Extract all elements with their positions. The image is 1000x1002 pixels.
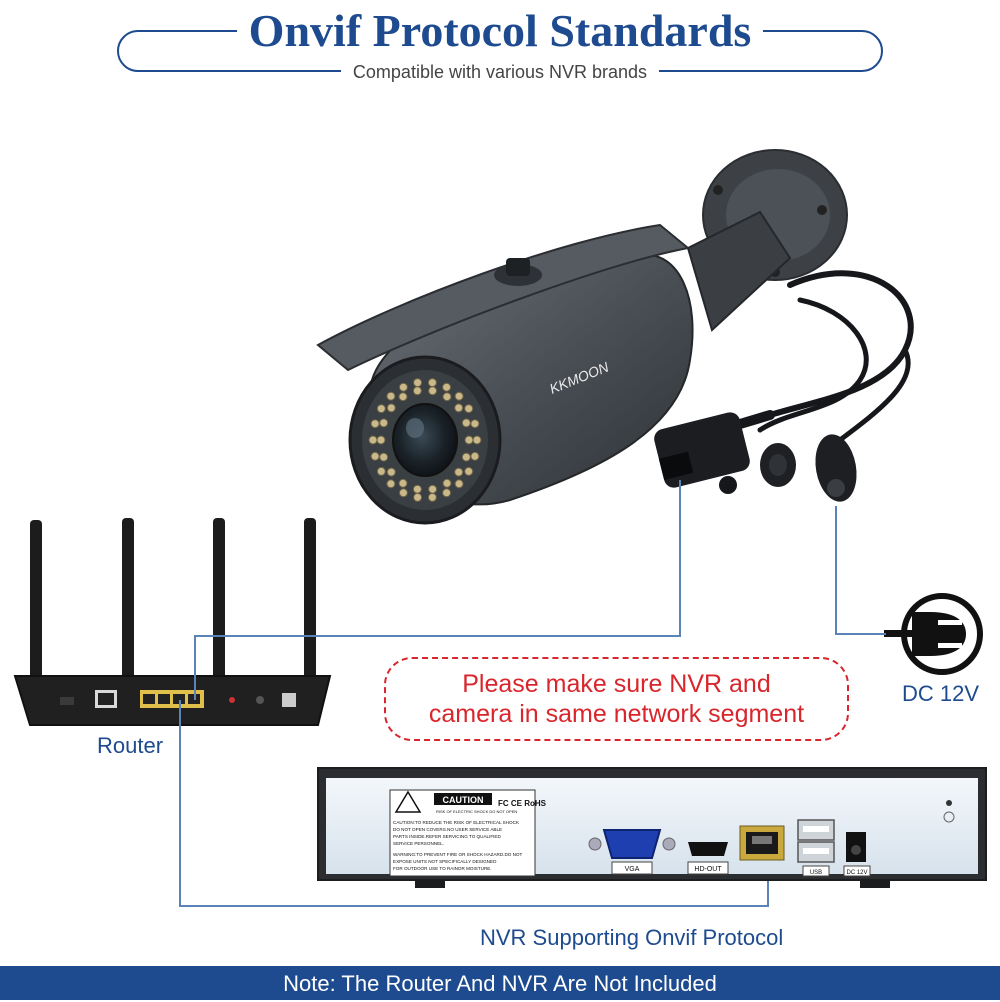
ir-led (386, 467, 396, 477)
ir-led (428, 484, 438, 494)
page-title: Onvif Protocol Standards (0, 6, 1000, 56)
ir-led (376, 404, 386, 414)
svg-text:CAUTION: CAUTION (443, 795, 484, 805)
vga-port: VGA (588, 829, 676, 875)
nvr-label: NVR Supporting Onvif Protocol (480, 925, 784, 950)
svg-text:CAUTION:TO REDUCE THE RISK OF: CAUTION:TO REDUCE THE RISK OF ELECTRICAL… (393, 820, 520, 825)
ir-led (386, 479, 396, 489)
dc-jack-connector (815, 434, 857, 502)
ir-led (376, 435, 386, 445)
svg-text:RISK OF ELECTRIC SHOCK DO NOT: RISK OF ELECTRIC SHOCK DO NOT OPEN (436, 809, 517, 814)
ir-led (398, 488, 408, 498)
ir-led (398, 382, 408, 392)
notice-text: Please make sure NVR and camera in same … (428, 670, 805, 728)
network-segment-notice: Please make sure NVR and camera in same … (384, 657, 849, 741)
ir-led (454, 391, 464, 401)
ir-led (386, 391, 396, 401)
svg-text:DO NOT OPEN COVERS.NO USER SER: DO NOT OPEN COVERS.NO USER SERVICE ABLE (393, 827, 502, 832)
ir-led (442, 478, 452, 488)
bnc-connector (760, 443, 796, 487)
ir-led (370, 451, 380, 461)
svg-text:EXPOSE UNITS NOT SPECIFICALLY: EXPOSE UNITS NOT SPECIFICALLY DESIGNED (393, 859, 497, 864)
ir-led (454, 403, 464, 413)
ir-led (464, 404, 474, 414)
svg-text:DC 12V: DC 12V (846, 870, 867, 876)
dc-12v-label: DC 12V (902, 681, 980, 706)
dc-power-line (835, 506, 886, 635)
ir-led (368, 435, 378, 445)
ir-led (398, 392, 408, 402)
page-subtitle: Compatible with various NVR brands (0, 60, 1000, 84)
svg-text:HD-OUT: HD-OUT (694, 866, 722, 873)
camera-to-router-line (194, 480, 681, 700)
svg-text:SERVICE PERSONNEL.: SERVICE PERSONNEL. (393, 841, 444, 846)
ir-led (379, 452, 389, 462)
ir-led (379, 418, 389, 428)
ir-led (370, 419, 380, 429)
ir-led (428, 386, 438, 396)
ir-led (470, 419, 480, 429)
ir-led (413, 492, 423, 502)
ir-led (442, 392, 452, 402)
dc-port: DC 12V (843, 832, 871, 877)
connection-lines (179, 480, 886, 907)
ir-led (412, 484, 422, 494)
svg-text:VGA: VGA (625, 866, 640, 873)
router-to-nvr-line (179, 700, 769, 907)
ir-led (376, 466, 386, 476)
router-label: Router (97, 733, 164, 758)
camera-lens (392, 403, 458, 477)
bullet-camera: KKMOON (316, 149, 914, 525)
ir-led (454, 467, 464, 477)
ir-led (398, 478, 408, 488)
camera-cables (715, 270, 914, 443)
router-antenna-1 (30, 520, 42, 680)
ir-led (464, 435, 474, 445)
ir-led (461, 452, 471, 462)
camera-adjust-knob (494, 258, 542, 286)
svg-text:FC CE RoHS: FC CE RoHS (498, 799, 547, 808)
ir-led (454, 479, 464, 489)
svg-text:WARNING:TO PREVENT FIRE OR SHO: WARNING:TO PREVENT FIRE OR SHOCK HAZARD.… (393, 852, 523, 857)
ir-led (442, 488, 452, 498)
camera-sunshield (316, 223, 691, 372)
router-antenna-2 (122, 518, 134, 680)
router-antenna-3 (213, 518, 225, 680)
svg-text:PARTS INSIDE.REFER SERVICING T: PARTS INSIDE.REFER SERVICING TO QUALIFIE… (393, 834, 501, 839)
router-antenna-4 (304, 518, 316, 680)
nvr-recorder: CAUTION RISK OF ELECTRIC SHOCK DO NOT OP… (317, 767, 987, 888)
ir-led (461, 418, 471, 428)
lan-port (739, 825, 785, 861)
hdmi-port: HD-OUT (687, 842, 729, 875)
ir-led (464, 466, 474, 476)
power-plug-icon (884, 593, 983, 675)
caution-label: CAUTION RISK OF ELECTRIC SHOCK DO NOT OP… (389, 789, 547, 877)
ir-led (427, 492, 437, 502)
svg-text:USB: USB (810, 870, 822, 876)
footer-note: Note: The Router And NVR Are Not Include… (0, 966, 1000, 1000)
ir-led (412, 386, 422, 396)
rj45-connector (654, 412, 750, 494)
ir-led (442, 382, 452, 392)
usb-ports: USB (797, 819, 835, 877)
ir-led (413, 378, 423, 388)
ir-led (472, 435, 482, 445)
ir-led (427, 378, 437, 388)
ir-led (470, 451, 480, 461)
camera-bracket (686, 210, 792, 332)
router (13, 518, 332, 726)
camera-ir-leds (368, 378, 482, 502)
svg-text:FOR OUTDOOR USE TO RAINOR MOIS: FOR OUTDOOR USE TO RAINOR MOISTURE. (393, 866, 492, 871)
ir-led (386, 403, 396, 413)
